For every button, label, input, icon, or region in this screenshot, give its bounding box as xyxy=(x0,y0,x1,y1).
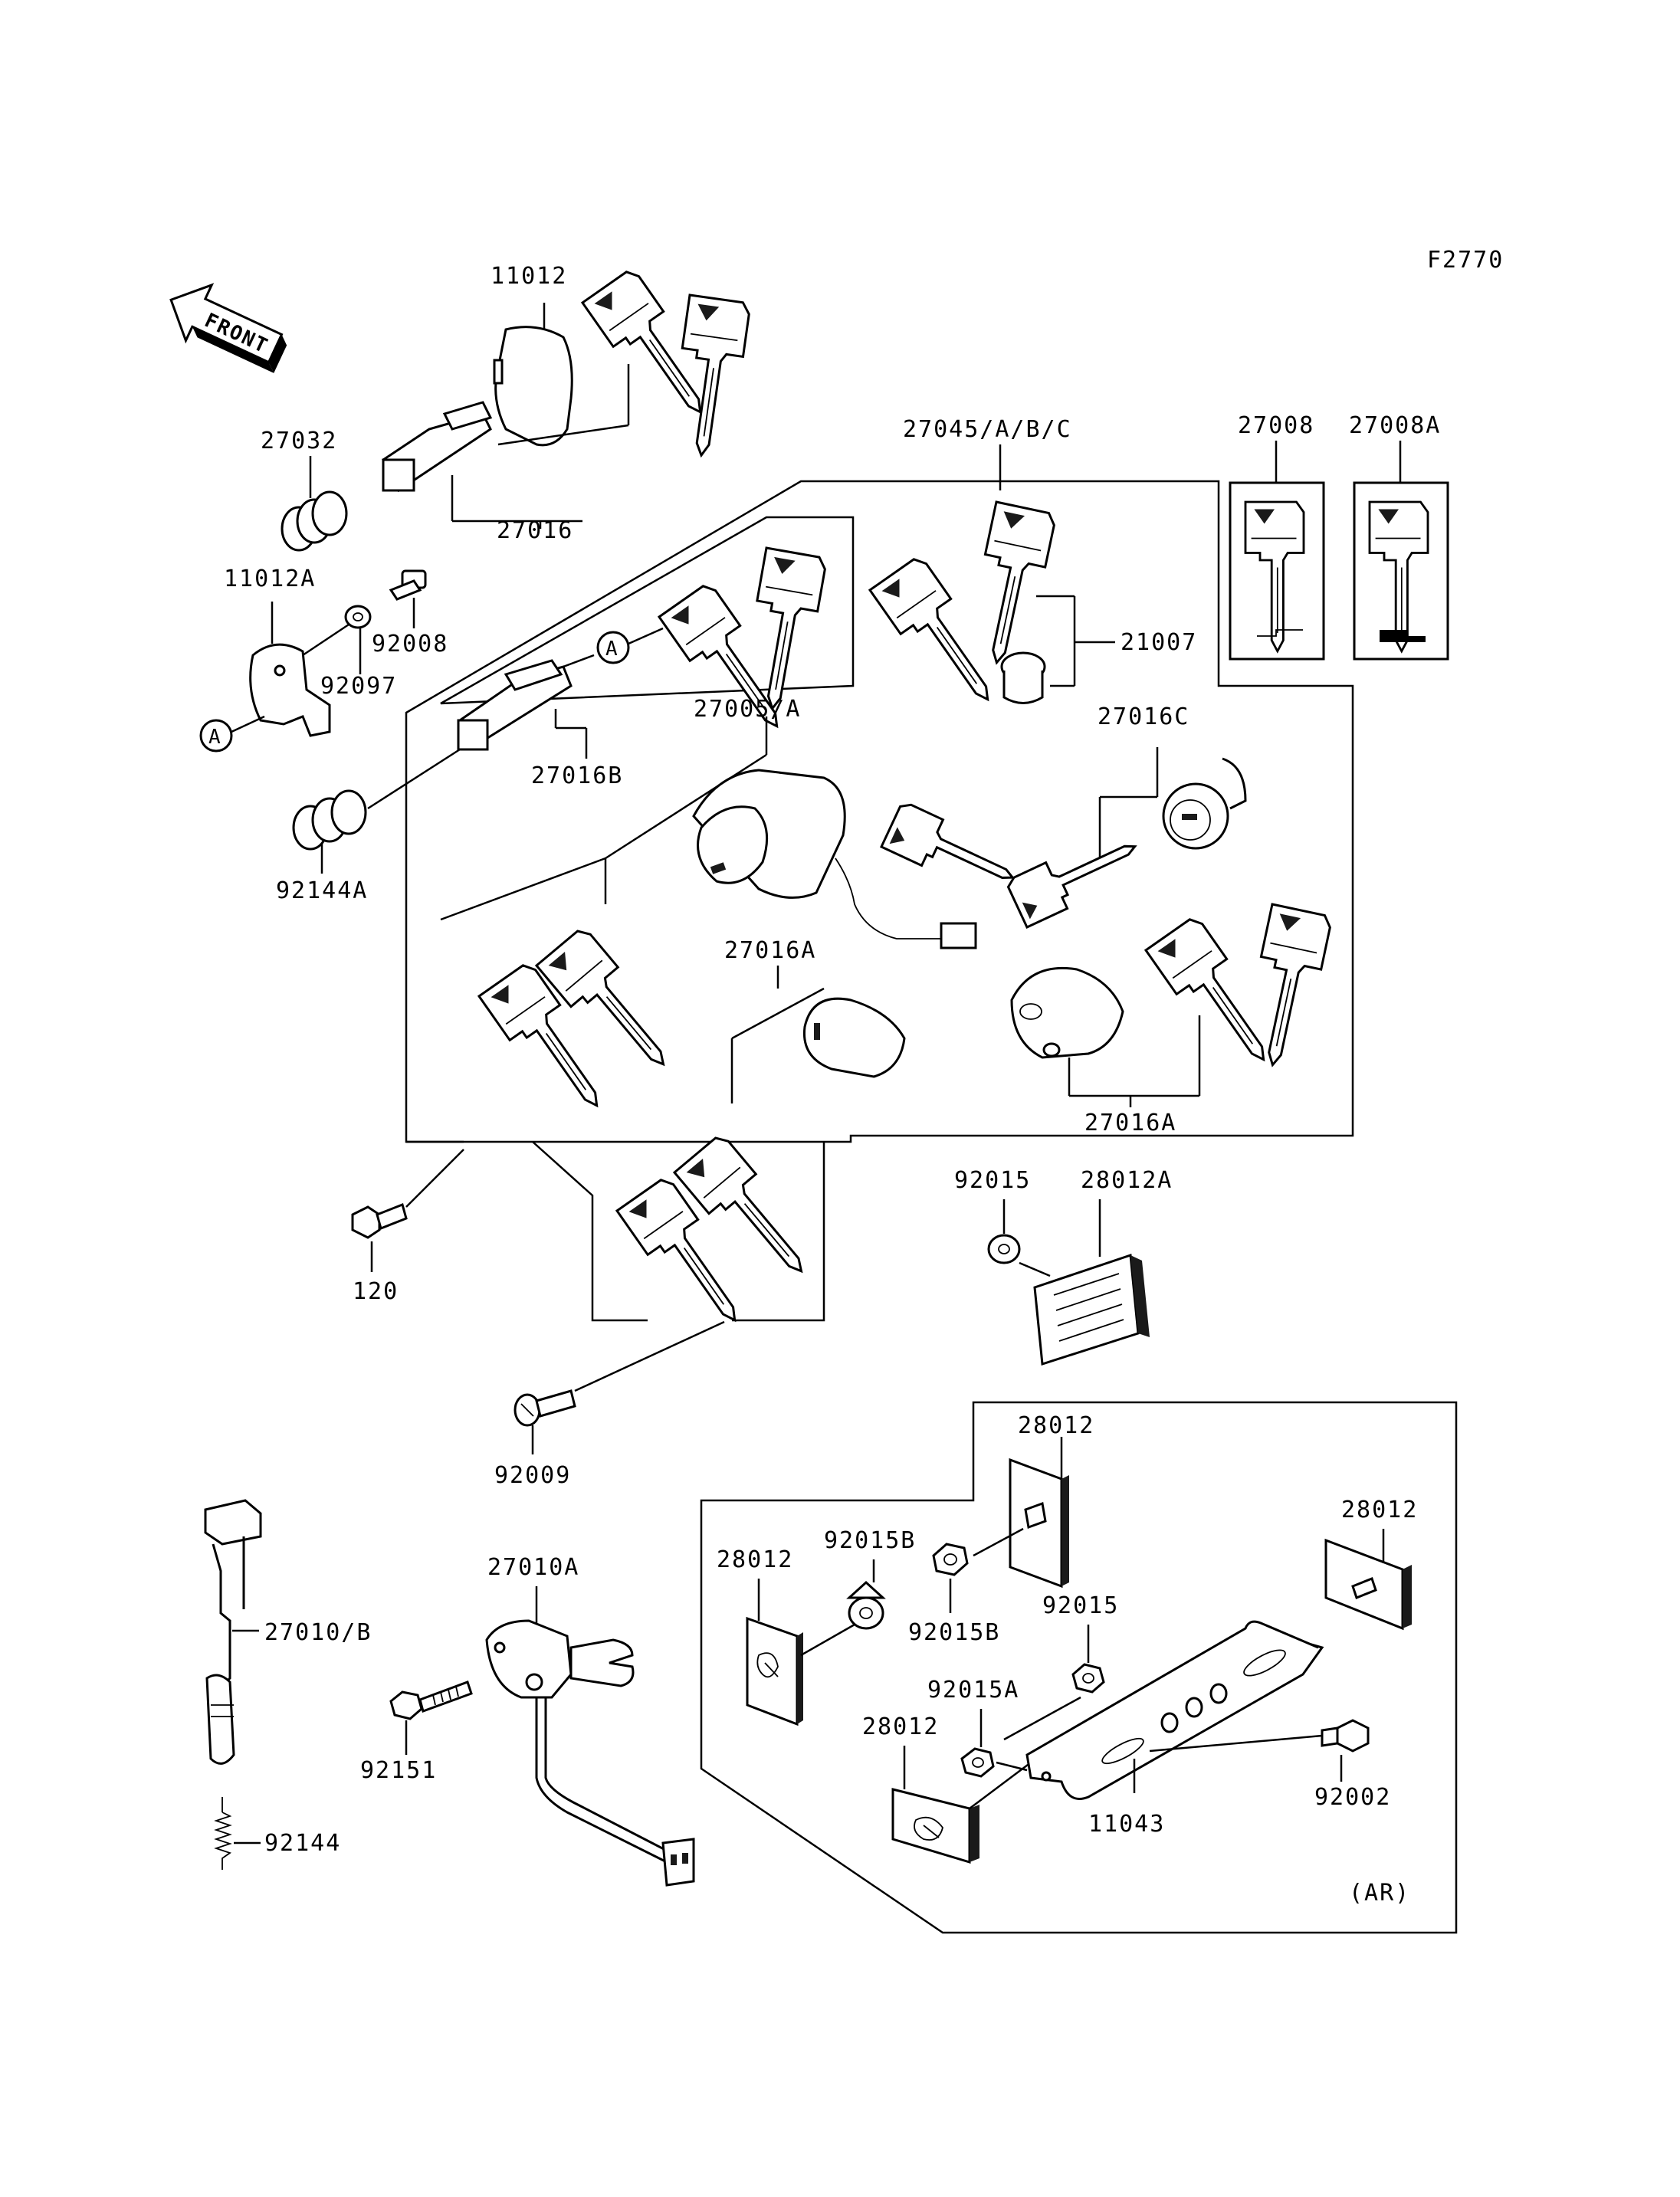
label-92015B-b: 92015B xyxy=(908,1619,1000,1646)
part-28012-reflector-b xyxy=(1324,1529,1412,1631)
label-28012-c: 28012 xyxy=(717,1546,793,1573)
part-27008-keycard xyxy=(1229,441,1325,661)
label-27016A-right: 27016A xyxy=(1084,1110,1176,1136)
key-27016C-b xyxy=(1004,824,1148,929)
label-27010B: 27010/B xyxy=(264,1619,372,1646)
label-27005: 27005/A xyxy=(694,696,801,723)
label-92097: 92097 xyxy=(320,673,397,700)
part-92015-nut-b xyxy=(1003,1625,1105,1741)
part-92151-bolt xyxy=(389,1681,473,1755)
circle-marker-a-left: A xyxy=(199,715,265,753)
label-92015A: 92015A xyxy=(927,1677,1019,1703)
label-92015B-a: 92015B xyxy=(824,1527,916,1554)
label-92144A: 92144A xyxy=(276,877,368,904)
label-28012A: 28012A xyxy=(1081,1167,1173,1194)
leader-27016 xyxy=(497,424,629,446)
label-27016B: 27016B xyxy=(531,762,623,789)
label-92002: 92002 xyxy=(1314,1784,1391,1811)
label-120: 120 xyxy=(353,1278,399,1305)
part-27016-cylinder xyxy=(382,401,582,529)
part-27016B-cylinder xyxy=(457,659,588,759)
label-11012A: 11012A xyxy=(224,566,316,592)
label-27008A: 27008A xyxy=(1349,412,1441,439)
part-92015B-nut-a xyxy=(846,1559,886,1630)
label-21007: 21007 xyxy=(1121,629,1197,656)
label-11012: 11012 xyxy=(491,263,567,290)
part-27010B-switch xyxy=(204,1499,262,1765)
front-arrow-icon: FRONT xyxy=(169,283,287,373)
label-28012-a: 28012 xyxy=(1018,1412,1094,1439)
group-boundary-ar xyxy=(700,1401,1458,1934)
part-11043-bracket xyxy=(1025,1620,1324,1800)
part-92144A-spring xyxy=(292,748,461,874)
group-boundary-lower xyxy=(532,1141,825,1322)
label-27045: 27045/A/B/C xyxy=(903,416,1072,443)
part-27005-ignition-switch xyxy=(692,716,977,949)
label-92015-top: 92015 xyxy=(954,1167,1031,1194)
part-27010A-switch xyxy=(485,1586,695,1887)
label-92009: 92009 xyxy=(494,1462,571,1489)
part-27008A-keycard xyxy=(1353,441,1449,661)
label-27016C: 27016C xyxy=(1098,703,1189,730)
group-boundary-outer xyxy=(405,480,1354,1143)
part-120-bolt xyxy=(351,1149,464,1272)
label-27010A: 27010A xyxy=(487,1554,579,1581)
key-27016C-a xyxy=(880,799,1024,904)
part-92015-nut-top xyxy=(987,1199,1021,1264)
part-11012A-plate xyxy=(249,602,331,737)
figure-code: F2770 xyxy=(1427,247,1504,274)
label-27016A-top: 27016A xyxy=(724,937,816,964)
part-27016A-lock-center xyxy=(802,997,906,1078)
circle-marker-a-mid: A xyxy=(563,627,664,668)
part-92144-spring xyxy=(214,1797,261,1870)
label-27032: 27032 xyxy=(261,428,337,454)
part-27016A-lock-right xyxy=(1010,966,1124,1059)
label-11043: 11043 xyxy=(1088,1811,1165,1838)
part-92002-bolt xyxy=(1149,1719,1370,1782)
key-27045-a xyxy=(868,553,1012,720)
svg-text:A: A xyxy=(208,726,222,749)
part-92015B-nut-b xyxy=(932,1527,1024,1613)
part-92015A-nut xyxy=(960,1709,1028,1778)
key-27045-b xyxy=(962,500,1058,670)
label-92008: 92008 xyxy=(372,631,448,657)
part-92009-screw xyxy=(514,1320,725,1454)
label-92151: 92151 xyxy=(360,1757,437,1784)
part-27032-spring xyxy=(281,456,348,552)
part-28012-reflector-d xyxy=(891,1746,1032,1864)
label-92015-b: 92015 xyxy=(1042,1592,1119,1619)
label-28012-b: 28012 xyxy=(1341,1497,1418,1523)
part-11012-plate xyxy=(493,303,573,447)
label-27016: 27016 xyxy=(497,517,573,544)
label-92144: 92144 xyxy=(264,1830,341,1857)
label-27008: 27008 xyxy=(1238,412,1314,439)
part-28012-reflector-c xyxy=(746,1579,855,1726)
label-28012-d: 28012 xyxy=(862,1713,939,1740)
group-boundary-inner xyxy=(440,516,855,705)
part-21007-cap xyxy=(1000,595,1115,704)
part-27016C-lock xyxy=(1162,757,1247,850)
part-92008-screw xyxy=(389,569,427,628)
svg-text:A: A xyxy=(605,638,619,661)
part-92097-washer xyxy=(302,605,372,674)
part-28012A-reflector xyxy=(1019,1199,1150,1366)
region-note: (AR) xyxy=(1349,1880,1410,1907)
part-28012-reflector-a xyxy=(1009,1437,1069,1589)
